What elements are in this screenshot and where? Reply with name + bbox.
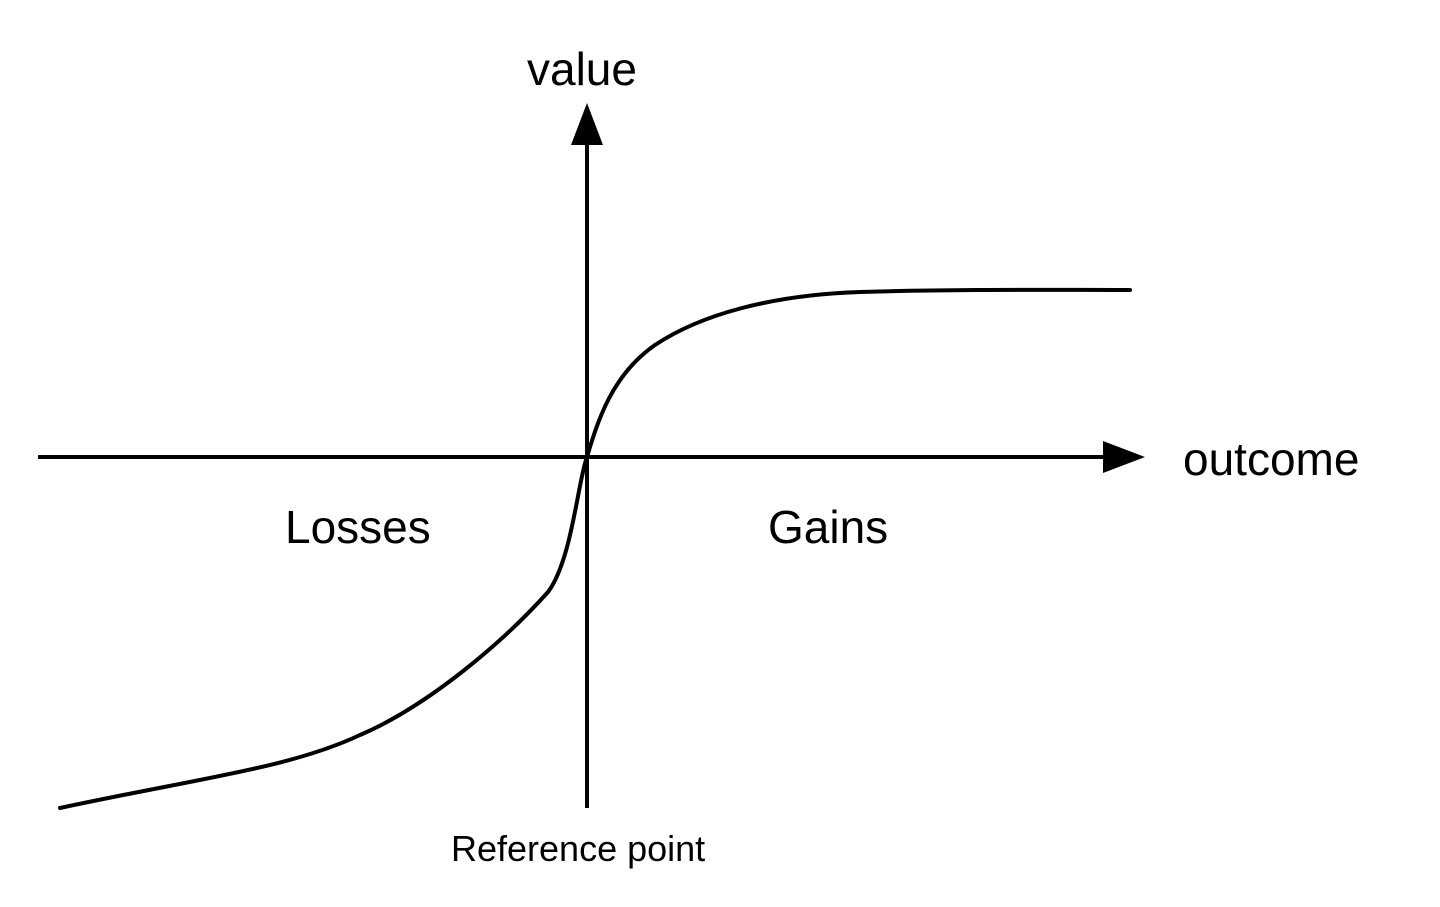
losses-region-label: Losses — [285, 501, 431, 553]
gains-region-label: Gains — [768, 501, 889, 553]
x-axis-label: outcome — [1183, 433, 1360, 485]
reference-point-label: Reference point — [451, 828, 706, 869]
y-axis-arrowhead — [571, 103, 603, 145]
x-axis-arrowhead — [1103, 441, 1145, 473]
y-axis-label: value — [527, 43, 637, 95]
value-function-curve — [58, 287, 1132, 810]
